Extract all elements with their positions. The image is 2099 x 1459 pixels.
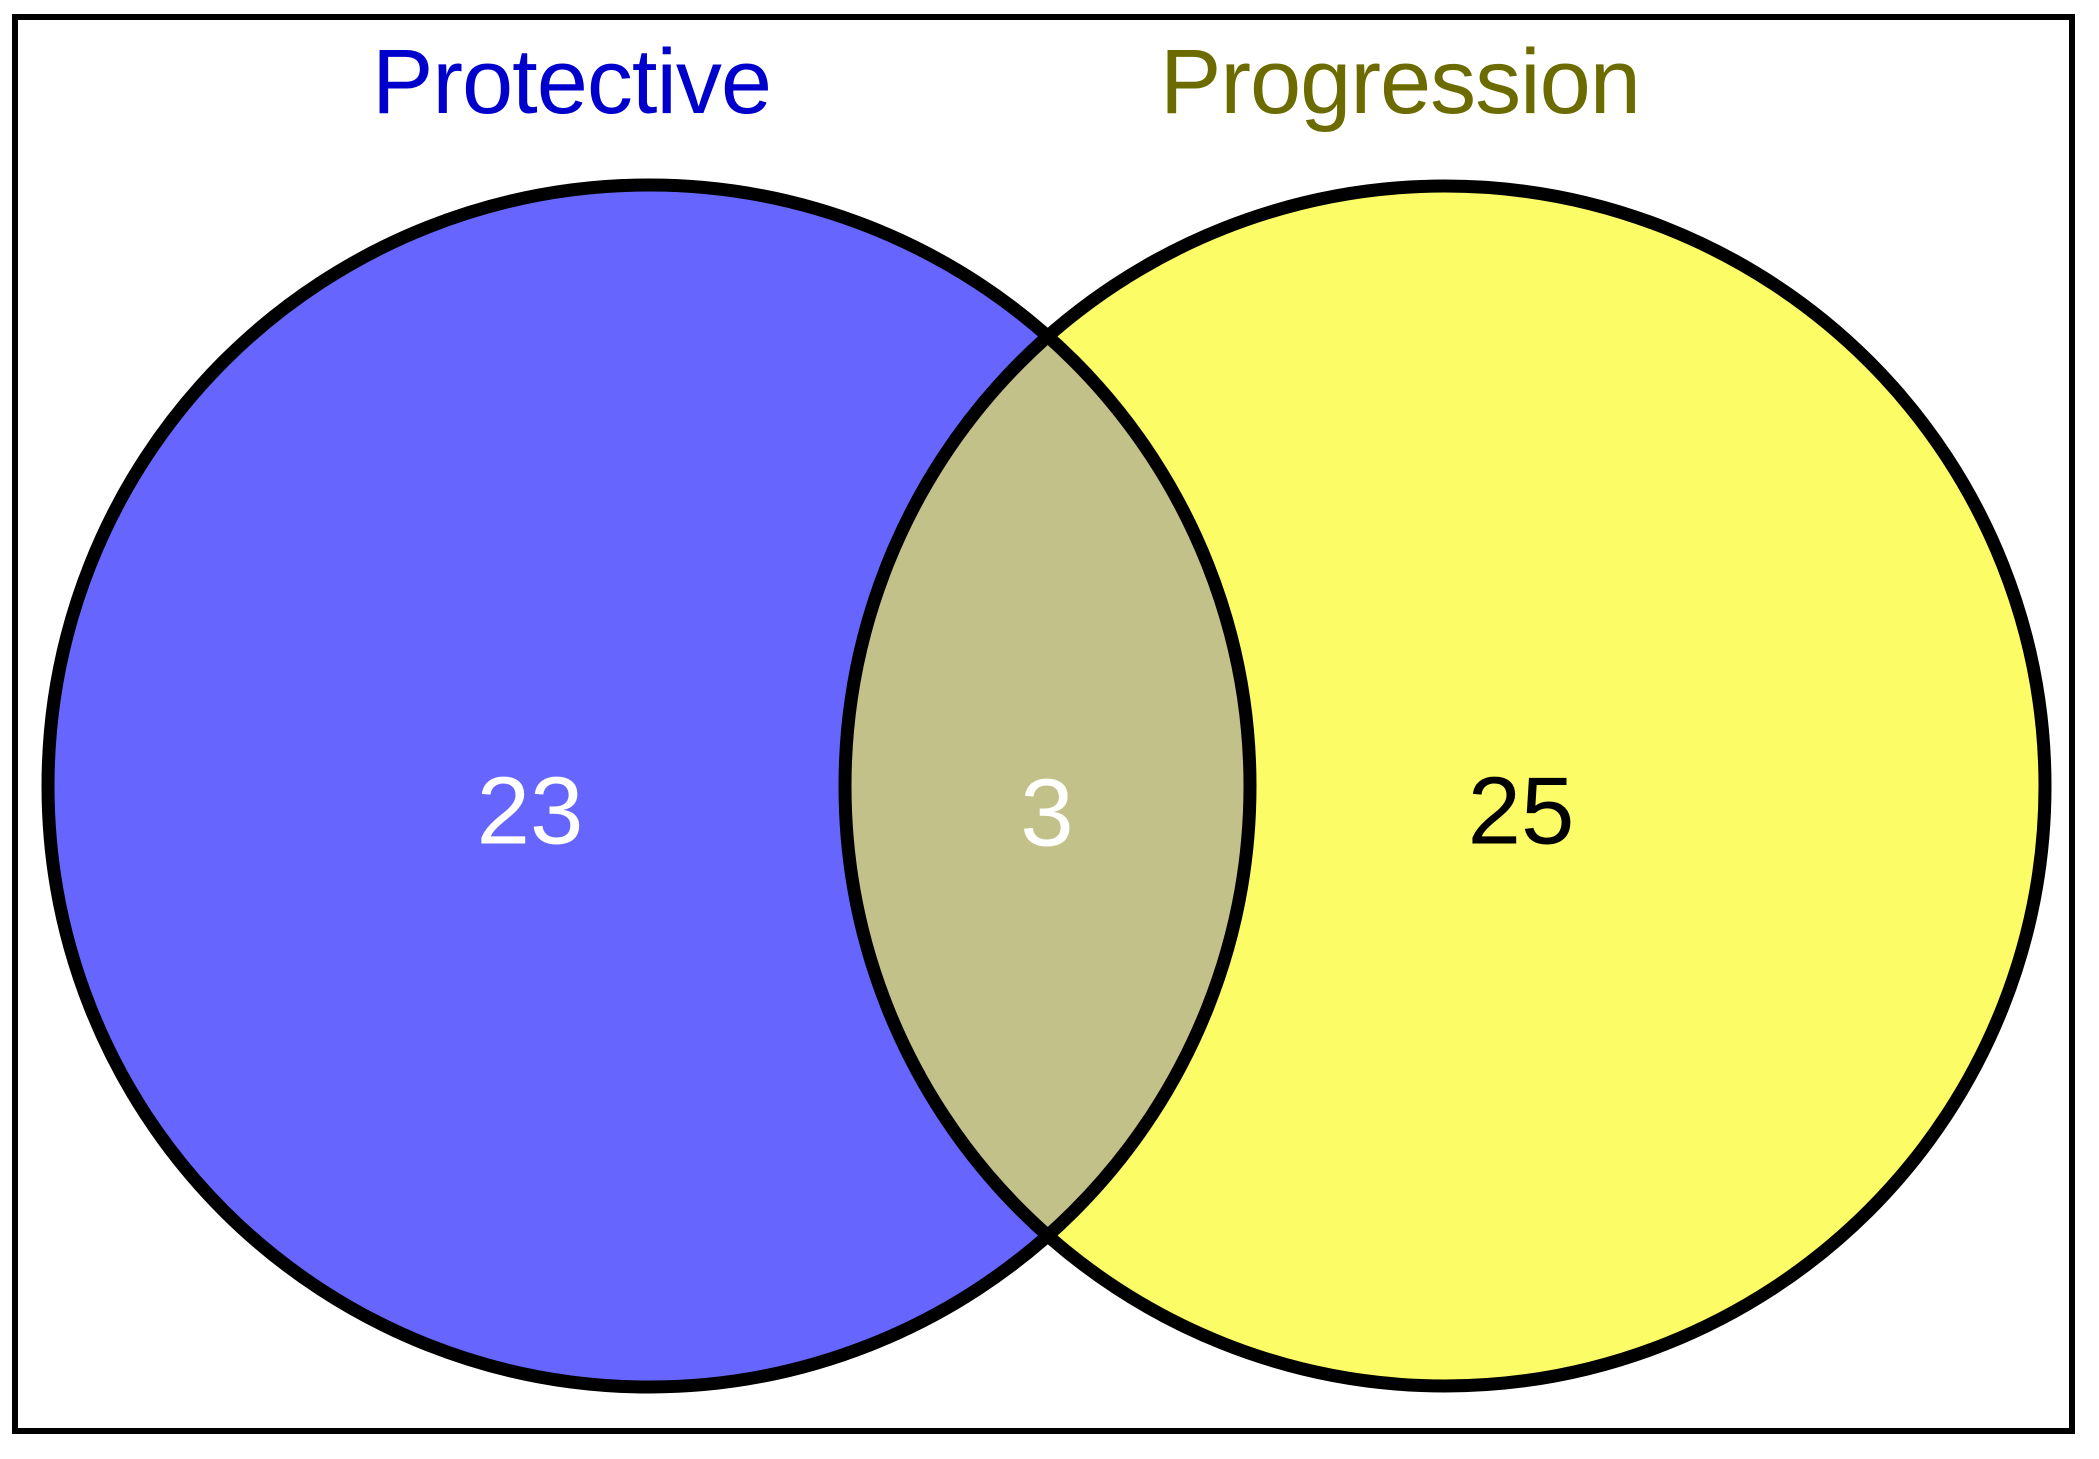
count-left-only: 23 <box>477 757 584 864</box>
count-right-only: 25 <box>1468 757 1575 864</box>
count-intersection: 3 <box>1020 759 1073 866</box>
venn-circle-left-outline <box>41 178 1257 1394</box>
set-label-progression: Progression <box>1160 31 1641 133</box>
set-label-protective: Protective <box>372 31 772 133</box>
venn-circle-right-outline <box>838 179 2052 1393</box>
venn-intersection-region <box>845 186 1250 1386</box>
